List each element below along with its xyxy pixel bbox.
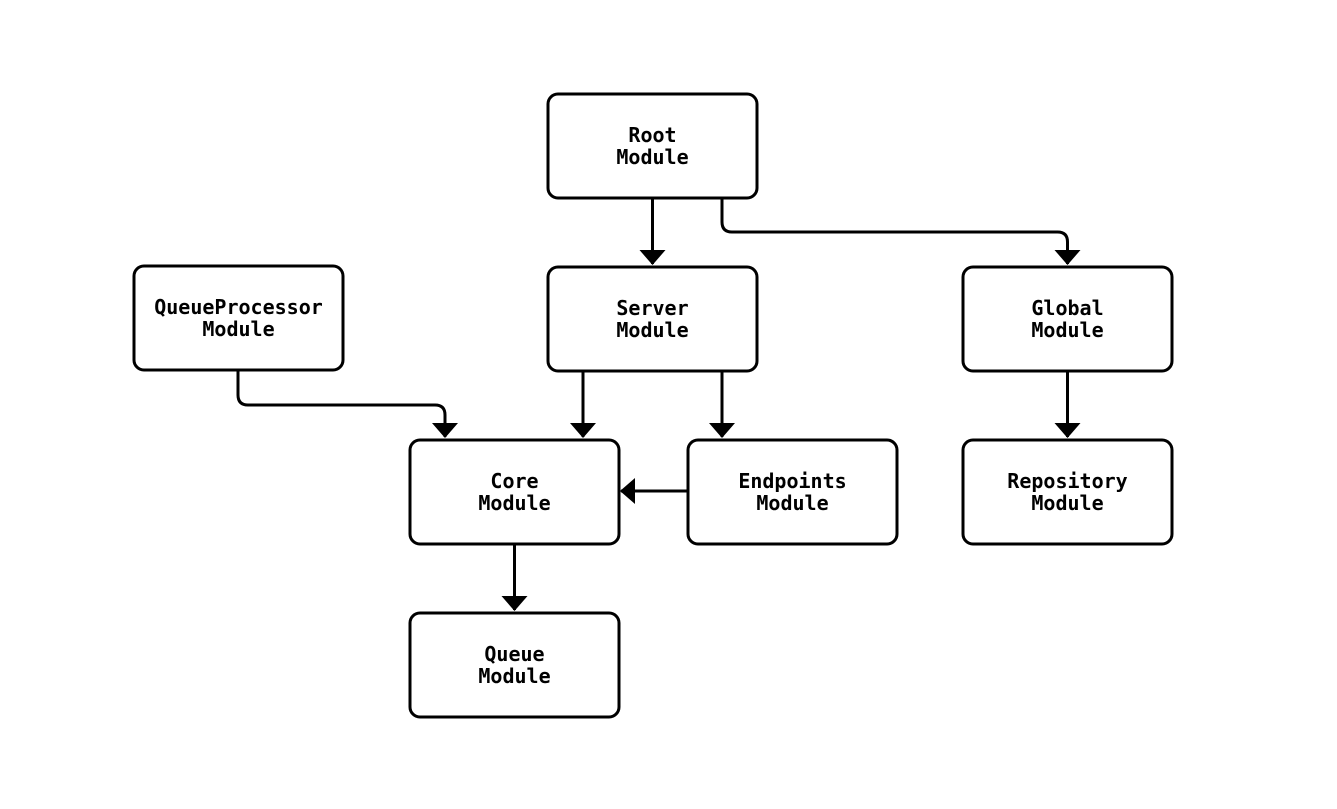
node-box-global	[961, 265, 1174, 373]
node-box-endpoints	[686, 438, 899, 546]
edge-queueprocessor-to-core	[236, 370, 458, 438]
node-box-repository	[961, 438, 1174, 546]
node-box-server	[546, 265, 759, 373]
edge-root-to-global	[720, 198, 1081, 265]
edges-layer	[236, 198, 1081, 611]
node-box-core	[408, 438, 621, 546]
node-box-root	[546, 92, 759, 200]
node-box-queueprocessor	[132, 264, 345, 372]
node-box-queue	[408, 611, 621, 719]
